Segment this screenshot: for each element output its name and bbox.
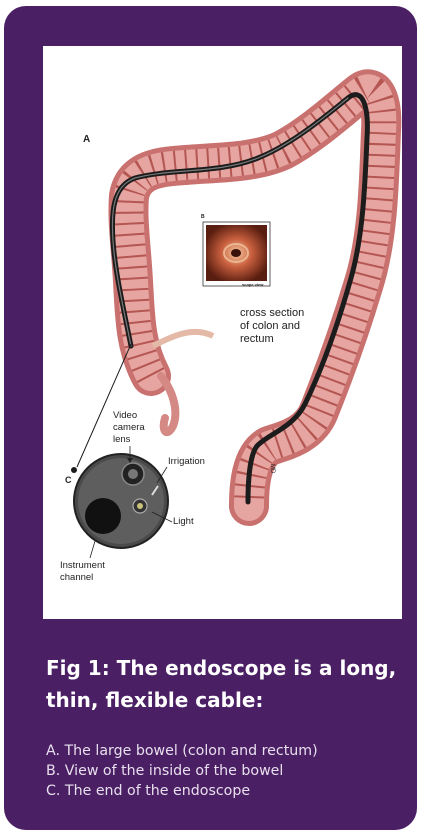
video-line-3: lens bbox=[113, 434, 131, 445]
caption-item-a: A. The large bowel (colon and rectum) bbox=[46, 741, 406, 761]
irrigation-label: Irrigation bbox=[168, 456, 205, 467]
scope-view-inset: B scope view bbox=[201, 214, 270, 287]
label-c: C bbox=[65, 475, 72, 485]
endoscope-illustration: A B scope view cross section of colon an… bbox=[43, 46, 402, 619]
instrument-line-1: Instrument bbox=[60, 560, 105, 571]
video-line-1: Video bbox=[113, 410, 137, 421]
caption-title-line-2: thin, flexible cable: bbox=[46, 688, 263, 712]
cross-section-line-3: rectum bbox=[240, 333, 274, 345]
caption-item-c: C. The end of the endoscope bbox=[46, 781, 406, 801]
caption-list: A. The large bowel (colon and rectum) B.… bbox=[46, 741, 406, 801]
video-line-2: camera bbox=[113, 422, 145, 433]
endoscope-tip-detail bbox=[74, 454, 168, 548]
figure-card: A B scope view cross section of colon an… bbox=[4, 6, 417, 830]
label-b: B bbox=[201, 214, 205, 220]
label-a: A bbox=[83, 134, 90, 145]
artist-signature: MD bbox=[269, 464, 275, 474]
light-label: Light bbox=[173, 516, 194, 527]
cross-section-label: cross section of colon and rectum bbox=[240, 307, 304, 345]
cross-section-line-1: cross section bbox=[240, 307, 304, 319]
caption-item-b: B. View of the inside of the bowel bbox=[46, 761, 406, 781]
inset-caption: scope view bbox=[242, 282, 264, 287]
caption-title-line-1: Fig 1: The endoscope is a long, bbox=[46, 656, 396, 680]
endoscope-diagram: A B scope view cross section of colon an… bbox=[43, 46, 402, 619]
instrument-line-2: channel bbox=[60, 572, 93, 583]
caption-title: Fig 1: The endoscope is a long, thin, fl… bbox=[46, 652, 406, 716]
cross-section-line-2: of colon and bbox=[240, 320, 300, 332]
